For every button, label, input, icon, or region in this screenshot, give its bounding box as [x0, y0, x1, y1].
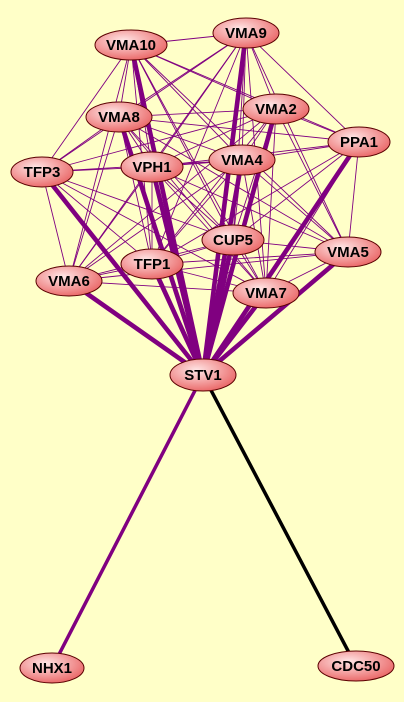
edge-tfp3-vma6 [41, 171, 70, 282]
node-nhx1[interactable]: NHX1 [19, 652, 85, 684]
edge-vma9-tfp3 [41, 32, 247, 173]
node-vma5[interactable]: VMA5 [314, 236, 382, 268]
edge-tfp3-cup5 [41, 171, 234, 241]
node-ellipse [327, 126, 391, 158]
node-ellipse [242, 93, 310, 125]
edge-stv1-tfp1 [149, 261, 206, 378]
edge-vma8-ppa1 [118, 116, 360, 143]
node-label: NHX1 [32, 660, 72, 677]
node-label: PPA1 [340, 134, 378, 151]
edge-vma4-vma5 [241, 159, 349, 253]
edge-vma8-vma7 [118, 116, 267, 294]
node-label: STV1 [184, 367, 222, 384]
edge-vma2-tfp3 [41, 108, 277, 173]
edge-stv1-cup5 [200, 237, 236, 378]
edge-vma4-tfp1 [151, 159, 243, 265]
node-cdc50[interactable]: CDC50 [317, 650, 395, 682]
node-vma8[interactable]: VMA8 [85, 101, 153, 133]
node-ellipse [10, 156, 74, 188]
node-ellipse [120, 248, 184, 280]
node-vma4[interactable]: VMA4 [208, 144, 276, 176]
node-label: CDC50 [331, 658, 380, 675]
edge-vma4-vma6 [68, 159, 243, 282]
node-ellipse [201, 224, 265, 256]
edge-layer [39, 30, 362, 670]
edge-vma2-vma6 [68, 108, 277, 282]
node-label: VMA5 [327, 244, 369, 261]
node-label: CUP5 [213, 232, 253, 249]
node-ellipse [94, 29, 168, 61]
edge-vma9-vma4 [241, 32, 247, 161]
edge-vma9-vma5 [245, 32, 349, 253]
node-ellipse [314, 236, 382, 268]
edge-tfp3-vma7 [41, 171, 267, 294]
node-vma6[interactable]: VMA6 [35, 265, 103, 297]
edge-stv1-vma6 [66, 278, 206, 378]
edge-vph1-vma6 [68, 166, 153, 282]
node-ellipse [317, 650, 395, 682]
node-vph1[interactable]: VPH1 [120, 151, 184, 183]
node-label: VMA9 [225, 25, 267, 42]
edge-vma9-tfp1 [151, 32, 247, 265]
node-label: VMA2 [255, 101, 297, 118]
edge-vma10-cup5 [130, 44, 234, 241]
edge-vma2-vma5 [275, 108, 349, 253]
node-ellipse [120, 151, 184, 183]
edge-stv1-cdc50 [201, 373, 358, 668]
node-tfp1[interactable]: TFP1 [120, 248, 184, 280]
edge-stv1-vma9 [200, 30, 249, 378]
node-vma7[interactable]: VMA7 [232, 277, 300, 309]
edge-vma9-ppa1 [245, 32, 360, 143]
edge-vma10-ppa1 [130, 44, 360, 143]
edge-vma9-cup5 [232, 32, 247, 241]
node-ellipse [232, 277, 300, 309]
edge-vma8-vma5 [118, 116, 349, 253]
edge-ppa1-vma7 [265, 141, 360, 294]
node-tfp3[interactable]: TFP3 [10, 156, 74, 188]
node-ellipse [169, 358, 237, 392]
edge-stv1-tfp3 [39, 169, 206, 378]
node-ellipse [208, 144, 276, 176]
edge-vma2-vma7 [265, 108, 277, 294]
node-label: TFP3 [24, 164, 61, 181]
node-ellipse [212, 17, 280, 49]
edge-vma2-tfp1 [151, 108, 277, 265]
edge-stv1-ppa1 [200, 139, 362, 378]
edge-vma8-vma6 [68, 116, 120, 282]
edge-stv1-vma5 [200, 249, 351, 378]
node-label: VMA6 [48, 273, 90, 290]
edge-stv1-nhx1 [50, 373, 205, 670]
node-label: VMA10 [106, 37, 156, 54]
node-label: VPH1 [132, 159, 171, 176]
node-vma10[interactable]: VMA10 [94, 29, 168, 61]
node-ellipse [19, 652, 85, 684]
edge-vma10-vma6 [68, 44, 132, 282]
node-ppa1[interactable]: PPA1 [327, 126, 391, 158]
node-vma9[interactable]: VMA9 [212, 17, 280, 49]
edge-vma10-vma4 [130, 44, 243, 161]
edge-vma8-cup5 [118, 116, 234, 241]
edge-vph1-vma5 [151, 166, 349, 253]
edge-vma5-vma6 [68, 251, 349, 282]
node-vma2[interactable]: VMA2 [242, 93, 310, 125]
node-label: VMA8 [98, 109, 140, 126]
node-cup5[interactable]: CUP5 [201, 224, 265, 256]
node-label: VMA7 [245, 285, 287, 302]
node-ellipse [85, 101, 153, 133]
edge-tfp3-tfp1 [41, 171, 153, 265]
edge-ppa1-cup5 [232, 141, 360, 241]
node-stv1[interactable]: STV1 [169, 358, 237, 392]
node-ellipse [35, 265, 103, 297]
edge-ppa1-vma5 [347, 141, 360, 253]
edge-vma8-tfp1 [118, 116, 153, 265]
edge-vma2-cup5 [232, 108, 277, 241]
node-label: TFP1 [134, 256, 171, 273]
edge-vma4-vma7 [241, 159, 267, 294]
node-label: VMA4 [221, 152, 263, 169]
edge-vma10-tfp3 [41, 44, 132, 173]
edge-ppa1-tfp1 [151, 141, 360, 265]
